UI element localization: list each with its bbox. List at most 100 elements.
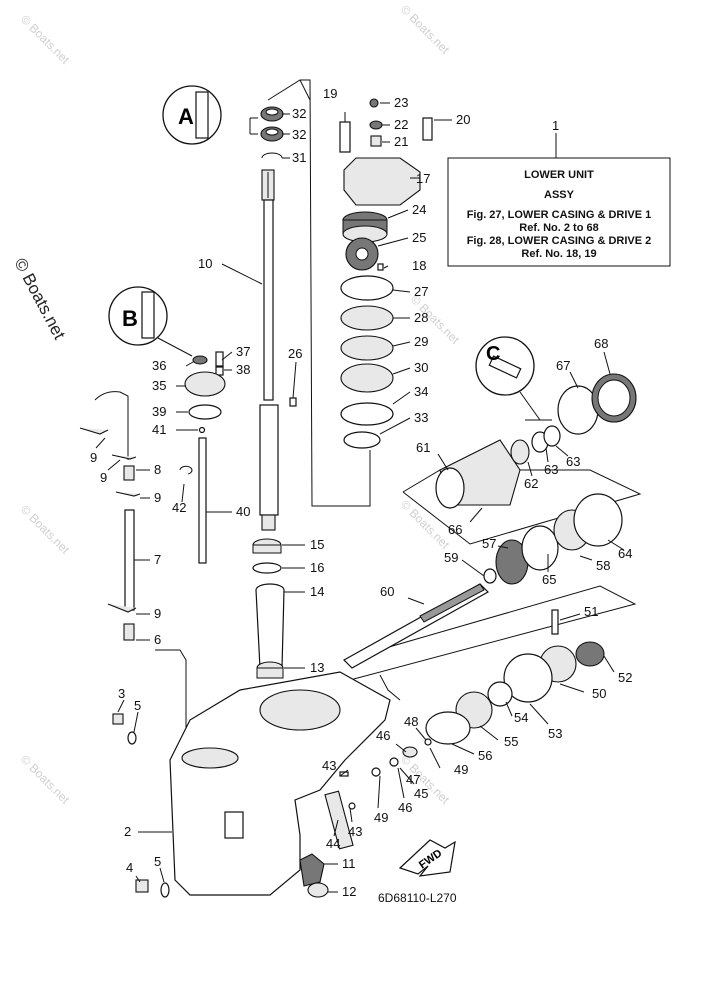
callout-62: 62 bbox=[524, 476, 538, 491]
callout-1: 1 bbox=[552, 118, 559, 133]
callout-14: 14 bbox=[310, 584, 324, 599]
lower-casing bbox=[169, 671, 391, 898]
callout-52: 52 bbox=[618, 670, 632, 685]
forward-direction-arrow: FWD bbox=[398, 839, 456, 877]
callout-59: 59 bbox=[444, 550, 458, 565]
callout-32: 32 bbox=[292, 127, 306, 142]
lubricant-symbol-a: A bbox=[162, 85, 258, 145]
info-fig27: Fig. 27, LOWER CASING & DRIVE 1 bbox=[467, 209, 652, 221]
callout-5: 5 bbox=[134, 698, 141, 713]
callout-9: 9 bbox=[154, 490, 161, 505]
callout-numbers: 32 32 31 10 26 15 16 14 13 19 23 22 21 2… bbox=[90, 86, 632, 899]
callout-6: 6 bbox=[154, 632, 161, 647]
callout-44: 44 bbox=[326, 836, 340, 851]
callout-24: 24 bbox=[412, 202, 426, 217]
info-fig28: Fig. 28, LOWER CASING & DRIVE 2 bbox=[467, 235, 652, 247]
callout-47: 47 bbox=[406, 772, 420, 787]
callout-68: 68 bbox=[594, 336, 608, 351]
callout-35: 35 bbox=[152, 378, 166, 393]
callout-28: 28 bbox=[414, 310, 428, 325]
info-title-line1: LOWER UNIT bbox=[524, 169, 594, 181]
pin-part bbox=[289, 397, 297, 407]
callout-53: 53 bbox=[548, 726, 562, 741]
callout-55: 55 bbox=[504, 734, 518, 749]
callout-23: 23 bbox=[394, 95, 408, 110]
lubricant-c-label: C bbox=[486, 343, 500, 365]
callout-3: 3 bbox=[118, 686, 125, 701]
callout-9: 9 bbox=[100, 470, 107, 485]
callout-36: 36 bbox=[152, 358, 166, 373]
propeller-shaft bbox=[343, 493, 623, 669]
callout-18: 18 bbox=[412, 258, 426, 273]
side-watermark: © Boats.net bbox=[10, 255, 69, 343]
watermark: © Boats.net bbox=[18, 752, 73, 807]
callout-38: 38 bbox=[236, 362, 250, 377]
callout-57: 57 bbox=[482, 536, 496, 551]
water-pump-stack bbox=[339, 98, 433, 449]
callout-67: 67 bbox=[556, 358, 570, 373]
callout-leaders bbox=[95, 102, 625, 893]
callout-15: 15 bbox=[310, 537, 324, 552]
callout-19: 19 bbox=[323, 86, 337, 101]
callout-16: 16 bbox=[310, 560, 324, 575]
callout-22: 22 bbox=[394, 117, 408, 132]
callout-4: 4 bbox=[126, 860, 133, 875]
callout-48: 48 bbox=[404, 714, 418, 729]
callout-29: 29 bbox=[414, 334, 428, 349]
callout-63: 63 bbox=[544, 462, 558, 477]
callout-43: 43 bbox=[348, 824, 362, 839]
callout-45: 45 bbox=[414, 786, 428, 801]
callout-5: 5 bbox=[154, 854, 161, 869]
callout-40: 40 bbox=[236, 504, 250, 519]
callout-64: 64 bbox=[618, 546, 632, 561]
forward-gear-assembly bbox=[339, 609, 605, 810]
callout-7: 7 bbox=[154, 552, 161, 567]
callout-65: 65 bbox=[542, 572, 556, 587]
casing-fasteners bbox=[112, 713, 170, 898]
callout-63: 63 bbox=[566, 454, 580, 469]
diagram-code: 6D68110-L270 bbox=[378, 891, 457, 905]
lubricant-symbol-c: C bbox=[475, 336, 552, 421]
propeller-shaft-housing bbox=[435, 373, 637, 509]
callout-49: 49 bbox=[454, 762, 468, 777]
callout-13: 13 bbox=[310, 660, 324, 675]
callout-9: 9 bbox=[154, 606, 161, 621]
callout-9: 9 bbox=[90, 450, 97, 465]
callout-10: 10 bbox=[198, 256, 212, 271]
callout-39: 39 bbox=[152, 404, 166, 419]
callout-33: 33 bbox=[414, 410, 428, 425]
callout-32: 32 bbox=[292, 106, 306, 121]
watermark: © Boats.net bbox=[18, 502, 73, 557]
driveshaft-seals bbox=[260, 106, 284, 159]
lubricant-symbol-b: B bbox=[108, 286, 193, 357]
callout-8: 8 bbox=[154, 462, 161, 477]
callout-43: 43 bbox=[322, 758, 336, 773]
callout-25: 25 bbox=[412, 230, 426, 245]
callout-58: 58 bbox=[596, 558, 610, 573]
callout-51: 51 bbox=[584, 604, 598, 619]
callout-60: 60 bbox=[380, 584, 394, 599]
callout-2: 2 bbox=[124, 824, 131, 839]
callout-11: 11 bbox=[342, 856, 356, 871]
callout-17: 17 bbox=[416, 171, 430, 186]
drive-shaft bbox=[259, 169, 279, 531]
callout-30: 30 bbox=[414, 360, 428, 375]
info-ref-28: Ref. No. 18, 19 bbox=[521, 248, 596, 260]
callout-49: 49 bbox=[374, 810, 388, 825]
watermark: © Boats.net bbox=[18, 12, 73, 67]
callout-31: 31 bbox=[292, 150, 306, 165]
callout-54: 54 bbox=[514, 710, 528, 725]
callout-27: 27 bbox=[414, 284, 428, 299]
assembly-leader-lines bbox=[155, 79, 642, 870]
callout-20: 20 bbox=[456, 112, 470, 127]
callout-12: 12 bbox=[342, 884, 356, 899]
callout-50: 50 bbox=[592, 686, 606, 701]
callout-41: 41 bbox=[152, 422, 166, 437]
callout-56: 56 bbox=[478, 748, 492, 763]
callout-37: 37 bbox=[236, 344, 250, 359]
water-tube-assembly bbox=[79, 391, 141, 641]
callout-61: 61 bbox=[416, 440, 430, 455]
assembly-info-box: 1 LOWER UNIT ASSY Fig. 27, LOWER CASING … bbox=[447, 118, 671, 267]
callout-66: 66 bbox=[448, 522, 462, 537]
callout-46: 46 bbox=[398, 800, 412, 815]
